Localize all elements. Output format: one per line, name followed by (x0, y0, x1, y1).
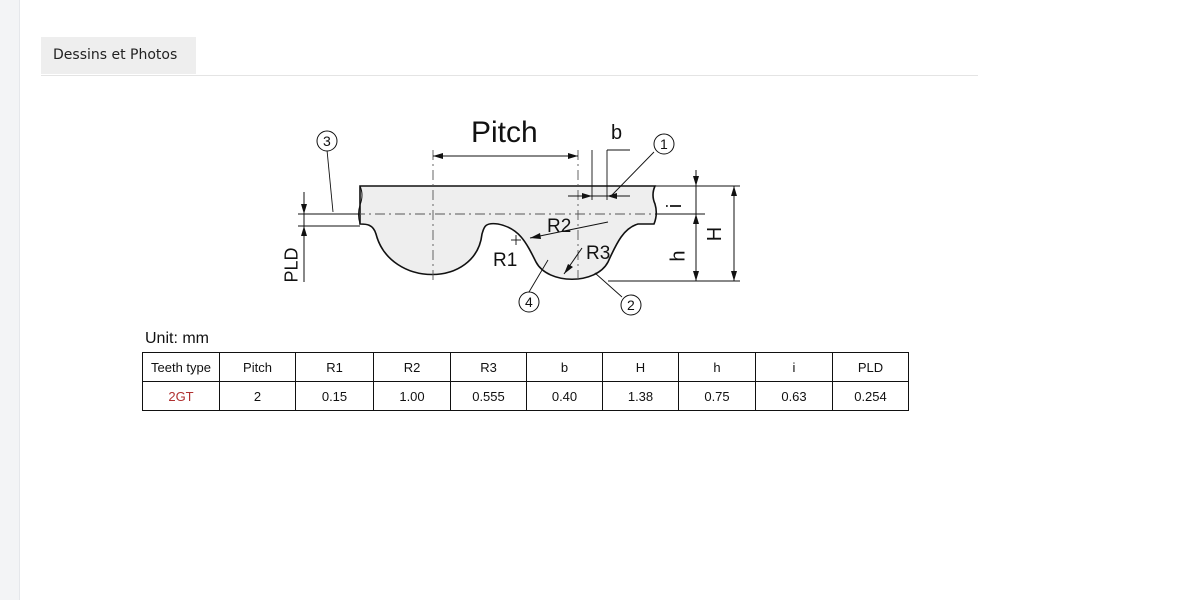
belt-tooth-drawing: Pitch b R2 R1 R3 i h H PLD 1 1 2 3 4 (230, 110, 770, 322)
r3-label: R3 (586, 243, 611, 264)
table-cell: 1.38 (602, 381, 679, 411)
tab-divider (41, 75, 978, 76)
callout-4-circle (518, 291, 540, 313)
table-cell: 1.00 (373, 381, 451, 411)
H-label: H (704, 226, 727, 242)
belt-profile (359, 185, 658, 281)
r1-label: R1 (493, 250, 518, 271)
table-cell: 0.254 (832, 381, 909, 411)
table-header-cell: h (678, 352, 756, 382)
table-cell: 2GT (142, 381, 220, 411)
table-header-cell: i (755, 352, 833, 382)
callout-2-circle (620, 294, 642, 316)
b-label: b (611, 122, 623, 144)
belt-profile-svg (298, 130, 740, 316)
table-cell: 0.40 (526, 381, 603, 411)
table-cell: 0.15 (295, 381, 374, 411)
table-cell: 0.63 (755, 381, 833, 411)
table-header-cell: PLD (832, 352, 909, 382)
table-header-cell: Pitch (219, 352, 296, 382)
callout-1: 1 (660, 136, 668, 152)
table-header-cell: b (526, 352, 603, 382)
pitch-label: Pitch (471, 116, 538, 149)
callout-1-circle (653, 133, 675, 155)
callout-4: 4 (525, 294, 533, 310)
table-header-cell: R2 (373, 352, 451, 382)
i-label: i (664, 203, 687, 209)
table-header-cell: Teeth type (142, 352, 220, 382)
unit-label: Unit: mm (145, 330, 209, 347)
r2-label: R2 (547, 216, 572, 237)
tab-dessins-et-photos[interactable]: Dessins et Photos (41, 37, 196, 74)
PLD-label: PLD (281, 247, 302, 283)
table-cell: 0.75 (678, 381, 756, 411)
table-header-cell: R1 (295, 352, 374, 382)
h-label: h (667, 250, 690, 262)
callout-3-circle (316, 130, 338, 152)
table-cell: 2 (219, 381, 296, 411)
table-header-cell: H (602, 352, 679, 382)
belt-break-left (358, 185, 363, 225)
table-cell: 0.555 (450, 381, 527, 411)
table-header-cell: R3 (450, 352, 527, 382)
callout-2: 2 (627, 297, 635, 313)
callout-3: 3 (323, 133, 331, 149)
left-rail (0, 0, 20, 600)
